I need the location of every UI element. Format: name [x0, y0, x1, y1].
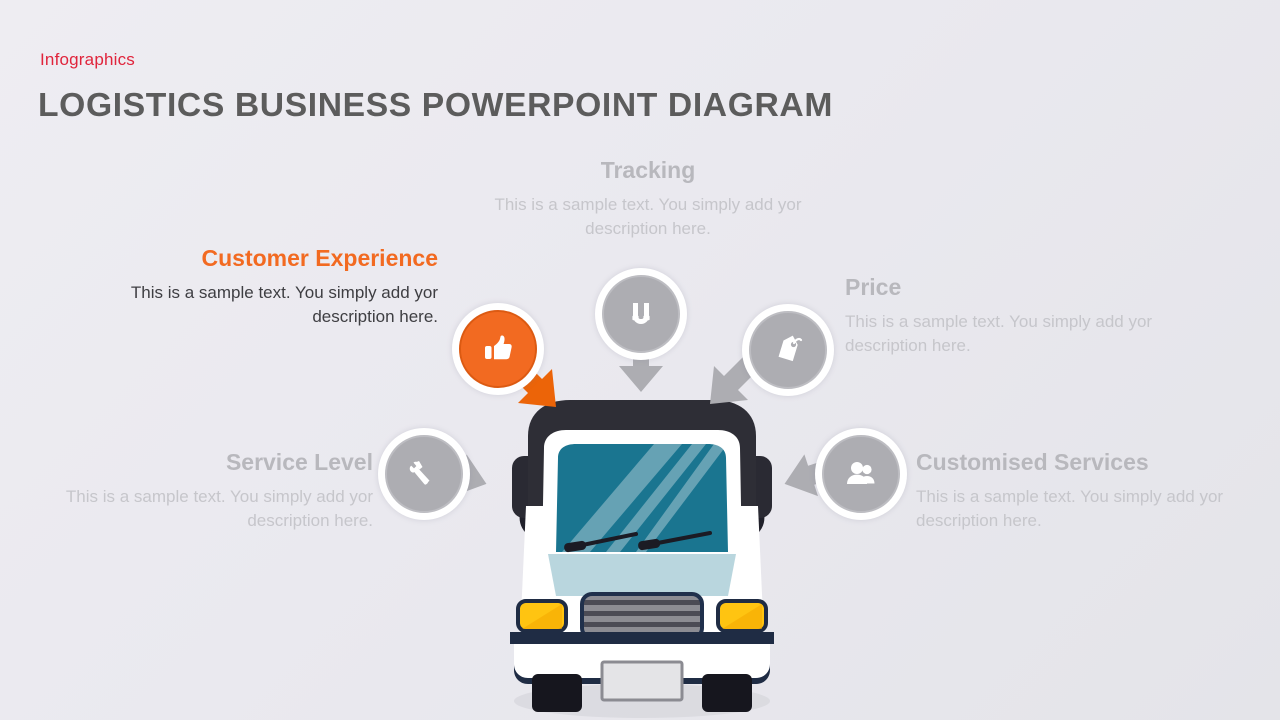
pin-customised-services[interactable] — [784, 428, 907, 520]
pin-customer-experience[interactable] — [452, 303, 556, 407]
block-body-customised-services: This is a sample text. You simply add yo… — [916, 487, 1224, 531]
tools-icon — [385, 435, 463, 513]
block-title-price: Price — [845, 274, 902, 300]
thumbs-up-icon — [459, 310, 537, 388]
block-body-customer-experience: This is a sample text. You simply add yo… — [130, 283, 438, 327]
pin-disc — [822, 435, 900, 513]
block-body-service-level: This is a sample text. You simply add yo… — [65, 487, 373, 531]
kicker-label: Infographics — [40, 50, 136, 69]
block-title-customised-services: Customised Services — [916, 449, 1149, 475]
block-body-tracking: This is a sample text. You simply add yo… — [494, 195, 802, 239]
delivery-truck-illustration — [470, 388, 810, 720]
text-block-customised-services: Customised Services This is a sample tex… — [916, 447, 1236, 534]
page-title: LOGISTICS BUSINESS POWERPOINT DIAGRAM — [38, 86, 834, 123]
block-title-customer-experience: Customer Experience — [201, 245, 438, 271]
pin-price[interactable] — [710, 304, 834, 404]
users-icon — [822, 435, 900, 513]
pin-tracking[interactable] — [595, 268, 687, 392]
pin-service-level[interactable] — [378, 428, 487, 520]
block-title-service-level: Service Level — [225, 449, 373, 475]
pin-disc — [385, 435, 463, 513]
text-block-customer-experience: Customer Experience This is a sample tex… — [108, 243, 438, 330]
text-block-tracking: Tracking This is a sample text. You simp… — [468, 155, 828, 242]
block-body-price: This is a sample text. You simply add yo… — [845, 312, 1153, 356]
price-tag-icon — [749, 311, 827, 389]
pin-disc — [602, 275, 680, 353]
magnet-icon — [602, 275, 680, 353]
block-title-tracking: Tracking — [600, 157, 696, 183]
text-block-price: Price This is a sample text. You simply … — [845, 272, 1175, 359]
text-block-service-level: Service Level This is a sample text. You… — [58, 447, 373, 534]
